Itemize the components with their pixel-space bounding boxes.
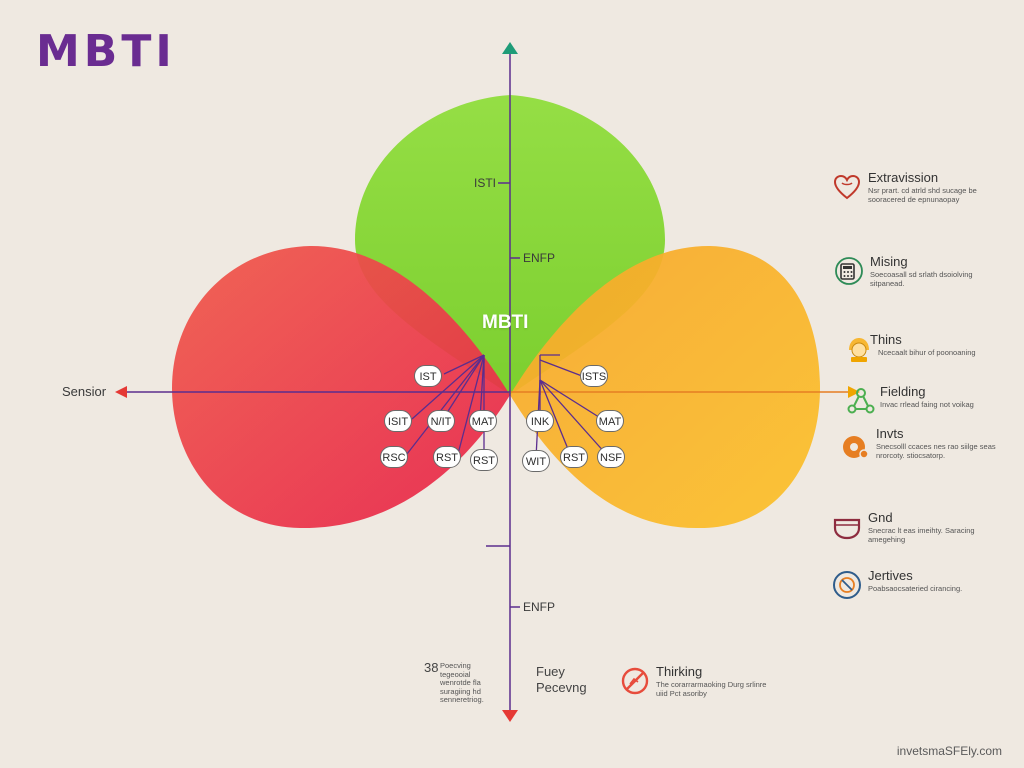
type-pill: INK bbox=[526, 410, 554, 432]
type-pill: RST bbox=[433, 446, 461, 468]
legend-desc: Nsr prart. cd atrld shd sucage be soorac… bbox=[868, 186, 977, 204]
network-icon bbox=[847, 388, 875, 414]
type-pill: RSC bbox=[380, 446, 408, 468]
bottom-left-number: 38 bbox=[424, 660, 439, 675]
type-pill: RST bbox=[560, 446, 588, 468]
footer-watermark: invetsmaSFEly.com bbox=[896, 744, 1002, 758]
bowl-icon bbox=[833, 518, 861, 540]
person-icon bbox=[849, 338, 869, 362]
type-pill: WIT bbox=[522, 450, 550, 472]
legend-desc: Poabsaocsateried cirancing. bbox=[868, 584, 963, 593]
type-pill: RST bbox=[470, 449, 498, 471]
type-pill: NSF bbox=[597, 446, 625, 468]
type-pill: N/IT bbox=[427, 410, 455, 432]
legend-title: Extravission bbox=[868, 170, 939, 185]
arrow-left-icon bbox=[115, 386, 127, 398]
axis-label-sensing: Sensior bbox=[62, 384, 107, 399]
legend-desc: Invac rrlead faing not voikag bbox=[880, 400, 974, 409]
type-pill: IST bbox=[414, 365, 442, 387]
lobe-red bbox=[172, 245, 510, 529]
type-pill: MAT bbox=[596, 410, 624, 432]
page-title: MBTI bbox=[36, 26, 176, 77]
legend-desc: Soecoasall sd srlath dsoiolving sitpanea… bbox=[870, 270, 973, 288]
left-connectors bbox=[406, 354, 485, 455]
heart-icon bbox=[833, 174, 861, 200]
legend-title: Thins bbox=[870, 332, 902, 347]
calculator-icon bbox=[835, 257, 863, 285]
legend-title: Fielding bbox=[880, 384, 926, 399]
bottom-middle-line1: Fuey bbox=[536, 664, 565, 679]
legend-title: Gnd bbox=[868, 510, 893, 525]
legend-title: Mising bbox=[870, 254, 908, 269]
legend-title: Invts bbox=[876, 426, 904, 441]
tick-label-isti: ISTI bbox=[474, 176, 497, 190]
legend-desc: Ncecaalt bihur of poonoaning bbox=[878, 348, 976, 357]
tick-label-enfp-bottom: ENFP bbox=[523, 600, 556, 614]
type-pill: ISIT bbox=[384, 410, 412, 432]
legend-title: Jertives bbox=[868, 568, 913, 583]
tick-label-enfp-top: ENFP bbox=[523, 251, 556, 265]
legend-title: Thirking bbox=[656, 664, 703, 679]
gear-person-icon bbox=[843, 436, 869, 459]
arrow-right-icon bbox=[848, 386, 860, 398]
arrow-down-icon bbox=[502, 710, 518, 722]
no-sign-icon bbox=[621, 667, 649, 695]
legend-desc: The corarrarmaoking Durg srlinre uiid Pc… bbox=[656, 680, 767, 698]
type-pill: ISTS bbox=[580, 365, 608, 387]
bottom-left-desc: Poecving tegeooial wenrotde fla suragiin… bbox=[440, 661, 484, 704]
globe-icon bbox=[833, 571, 861, 599]
legend-desc: Snecsolll ccaces nes rao siilge seas nro… bbox=[876, 442, 996, 460]
legend-desc: Snecrac lt eas imeihty. Saracing amegehi… bbox=[868, 526, 975, 544]
arrow-up-icon bbox=[502, 42, 518, 54]
center-label: MBTI bbox=[482, 312, 529, 333]
type-pill: MAT bbox=[469, 410, 497, 432]
bottom-middle-line2: Pecevng bbox=[536, 680, 587, 695]
